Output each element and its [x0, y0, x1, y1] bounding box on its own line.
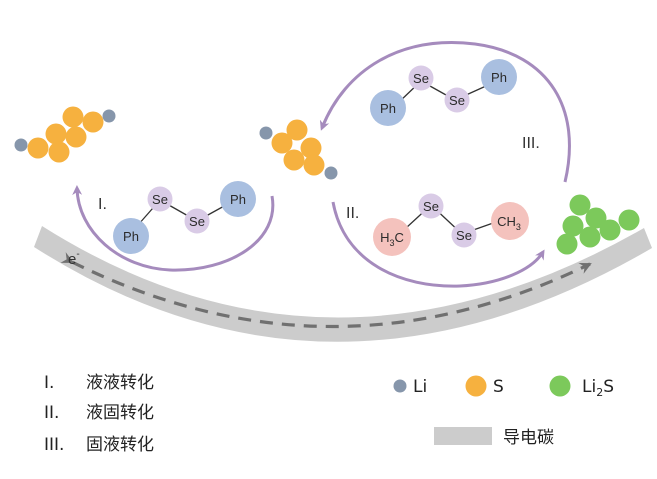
ph-label: Ph — [123, 229, 139, 244]
se-label: Se — [449, 93, 465, 108]
conductive-carbon-band — [34, 226, 652, 342]
legend-li-swatch — [393, 379, 407, 393]
step-i-label: I. — [98, 196, 107, 213]
ph-label: Ph — [230, 192, 246, 207]
se-label: Se — [423, 199, 439, 214]
legend-step-num: III. — [44, 435, 64, 455]
step-iii-label: III. — [522, 135, 540, 152]
s-atom — [286, 119, 308, 141]
step-ii-arrow — [331, 201, 545, 288]
li2s-molecule — [579, 226, 601, 248]
step-iii-arrow — [319, 41, 571, 183]
ph-label: Ph — [380, 101, 396, 116]
li2s-molecule — [569, 194, 591, 216]
s-atom — [27, 137, 49, 159]
li2s-molecule — [599, 219, 621, 241]
se-label: Se — [189, 214, 205, 229]
legend-li-label: Li — [413, 377, 427, 397]
polysulfide-cluster-middle — [259, 119, 338, 180]
legend-s-swatch — [465, 375, 487, 397]
legend-step-text: 液液转化 — [86, 373, 154, 393]
legend-carbon-label: 导电碳 — [503, 428, 554, 448]
s-atom — [65, 126, 87, 148]
s-atom — [45, 123, 67, 145]
diphenyl-diselenide-top: Ph Se Se Ph — [370, 59, 517, 126]
legend-li2s-swatch — [549, 375, 571, 397]
se-label: Se — [456, 228, 472, 243]
li2s-molecule — [562, 215, 584, 237]
h3c-label: H3C — [380, 230, 404, 248]
dimethyl-diselenide: H3C Se Se CH3 — [373, 193, 529, 256]
legend-li2s-label: Li2S — [582, 377, 614, 399]
diphenyl-diselenide-left: Ph Se Se Ph — [113, 181, 256, 254]
s-atom — [48, 141, 70, 163]
li-atom — [14, 138, 28, 152]
legend-step-num: II. — [44, 403, 59, 423]
legend-s-label: S — [493, 377, 504, 397]
s-atom — [62, 106, 84, 128]
electron-flow-arrow — [60, 252, 592, 329]
polysulfide-cluster-left — [14, 106, 116, 163]
legend-step-num: I. — [44, 373, 54, 393]
legend-steps: I. 液液转化 II. 液固转化 III. 固液转化 — [44, 373, 154, 455]
se-label: Se — [152, 192, 168, 207]
s-atom — [303, 154, 325, 176]
step-i-arrow — [72, 185, 275, 272]
s-atom — [300, 137, 322, 159]
li2s-molecule — [618, 209, 640, 231]
se-label: Se — [413, 71, 429, 86]
s-atom — [283, 149, 305, 171]
li-atom — [102, 109, 116, 123]
legend-carbon-swatch — [434, 427, 492, 445]
li-atom — [324, 166, 338, 180]
electron-label: e- — [68, 249, 80, 268]
step-ii-label: II. — [346, 205, 359, 222]
li2s-cluster — [556, 194, 640, 255]
legend-species: Li S Li2S 导电碳 — [393, 375, 614, 448]
li2s-molecule — [556, 233, 578, 255]
legend-step-text: 液固转化 — [86, 403, 154, 423]
s-atom — [271, 132, 293, 154]
legend-step-text: 固液转化 — [86, 435, 154, 455]
s-atom — [82, 111, 104, 133]
ch3-label: CH3 — [497, 214, 521, 232]
ph-label: Ph — [491, 70, 507, 85]
li2s-molecule — [585, 207, 607, 229]
li-atom — [259, 126, 273, 140]
